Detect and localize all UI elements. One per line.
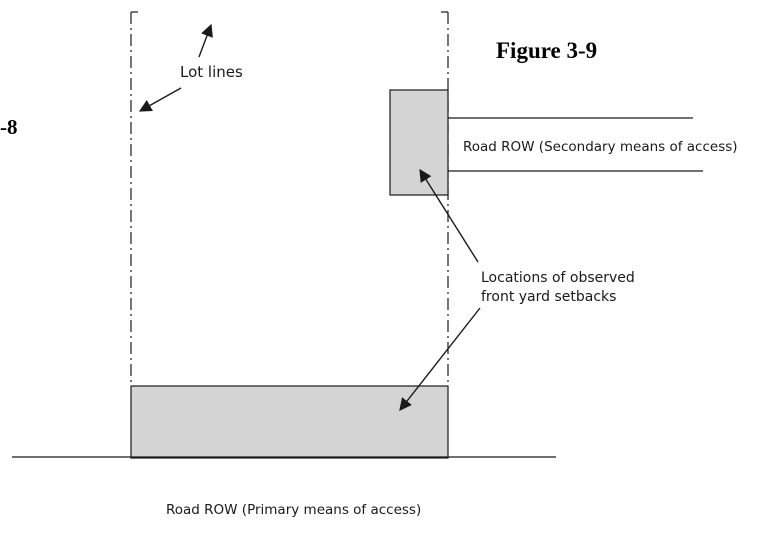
setback-arrow-secondary: [419, 168, 479, 263]
secondary-setback-area: [389, 89, 449, 196]
lot-lines-arrow-left: [138, 87, 182, 112]
setbacks-label-line1: Locations of observed: [481, 270, 635, 286]
setback-arrow-primary: [399, 307, 481, 411]
secondary-road-label: Road ROW (Secondary means of access): [463, 139, 738, 155]
lot-lines-arrow-up: [198, 23, 213, 58]
primary-road-label: Road ROW (Primary means of access): [166, 502, 421, 518]
left-lot-line: [130, 11, 138, 386]
setbacks-label-line2: front yard setbacks: [481, 289, 616, 305]
lot-lines-label: Lot lines: [180, 63, 243, 81]
figure-title: Figure 3-9: [496, 38, 597, 63]
primary-setback-area: [130, 385, 449, 459]
right-lot-line: [441, 11, 449, 386]
figure-label-cut: -8: [0, 115, 18, 139]
